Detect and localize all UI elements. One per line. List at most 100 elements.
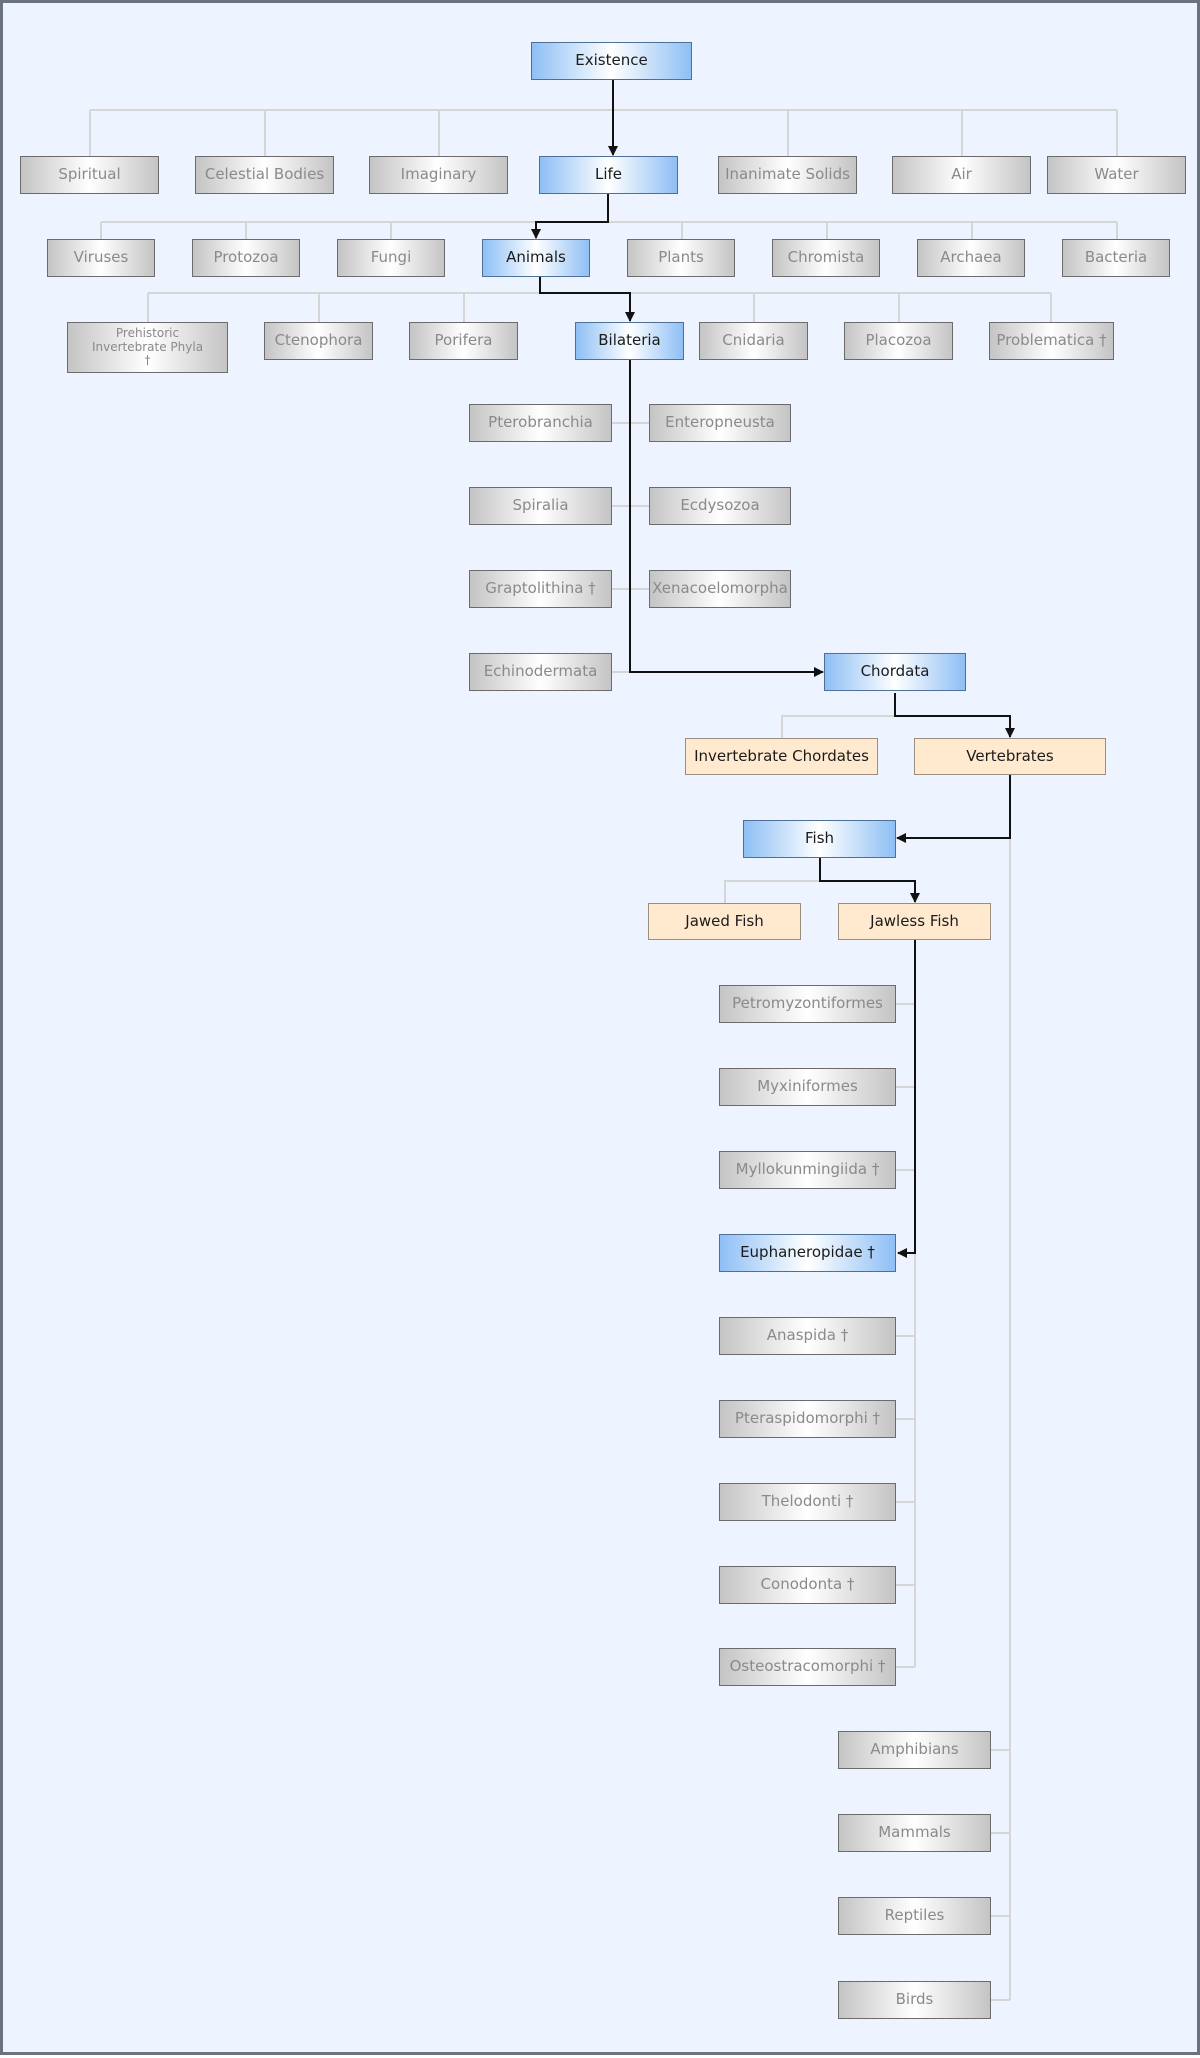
node-archaea-label: Archaea — [940, 248, 1002, 267]
node-existence[interactable]: Existence — [531, 42, 692, 80]
node-reptiles-label: Reptiles — [884, 1906, 945, 1925]
node-amphibians-label: Amphibians — [870, 1740, 959, 1759]
node-fish[interactable]: Fish — [743, 820, 896, 858]
node-celestial-bodies-label: Celestial Bodies — [204, 165, 325, 184]
node-inanimate-solids[interactable]: Inanimate Solids — [718, 156, 857, 194]
node-prehistoric-invertebrate-phyla-label: Prehistoric Invertebrate Phyla † — [91, 325, 204, 368]
connector-lines — [89, 80, 1118, 2001]
node-vertebrates-label: Vertebrates — [966, 746, 1054, 765]
node-plants[interactable]: Plants — [627, 239, 735, 277]
node-existence-label: Existence — [575, 51, 648, 70]
node-reptiles[interactable]: Reptiles — [838, 1897, 991, 1935]
node-spiralia[interactable]: Spiralia — [469, 487, 612, 525]
node-euphaneropidae[interactable]: Euphaneropidae † — [719, 1234, 896, 1272]
node-animals-label: Animals — [506, 248, 566, 267]
node-bacteria[interactable]: Bacteria — [1062, 239, 1170, 277]
node-protozoa[interactable]: Protozoa — [192, 239, 300, 277]
node-imaginary-label: Imaginary — [400, 165, 477, 184]
node-conodonta[interactable]: Conodonta † — [719, 1566, 896, 1604]
node-life[interactable]: Life — [539, 156, 678, 194]
node-myxiniformes[interactable]: Myxiniformes — [719, 1068, 896, 1106]
node-vertebrates[interactable]: Vertebrates — [914, 738, 1106, 775]
node-thelodonti-label: Thelodonti † — [761, 1492, 854, 1511]
node-echinodermata[interactable]: Echinodermata — [469, 653, 612, 691]
node-ecdysozoa[interactable]: Ecdysozoa — [649, 487, 791, 525]
node-fungi-label: Fungi — [370, 248, 412, 267]
node-osteostracomorphi-label: Osteostracomorphi † — [729, 1657, 886, 1676]
node-invertebrate-chordates[interactable]: Invertebrate Chordates — [685, 738, 878, 775]
node-placozoa[interactable]: Placozoa — [844, 322, 953, 360]
node-pteraspidomorphi-label: Pteraspidomorphi † — [734, 1409, 881, 1428]
node-amphibians[interactable]: Amphibians — [838, 1731, 991, 1769]
node-archaea[interactable]: Archaea — [917, 239, 1025, 277]
node-problematica[interactable]: Problematica † — [989, 322, 1114, 360]
node-spiralia-label: Spiralia — [512, 496, 569, 515]
node-birds[interactable]: Birds — [838, 1981, 991, 2019]
node-xenacoelomorpha-label: Xenacoelomorpha — [652, 579, 788, 598]
node-mammals[interactable]: Mammals — [838, 1814, 991, 1852]
node-plants-label: Plants — [658, 248, 704, 267]
node-chordata[interactable]: Chordata — [824, 653, 966, 691]
node-echinodermata-label: Echinodermata — [483, 662, 598, 681]
node-anaspida-label: Anaspida † — [766, 1326, 849, 1345]
node-myllokunmingiida-label: Myllokunmingiida † — [735, 1160, 880, 1179]
node-jawed-fish-label: Jawed Fish — [685, 911, 764, 930]
node-euphaneropidae-label: Euphaneropidae † — [740, 1243, 875, 1262]
node-myllokunmingiida[interactable]: Myllokunmingiida † — [719, 1151, 896, 1189]
node-chromista[interactable]: Chromista — [772, 239, 880, 277]
node-ecdysozoa-label: Ecdysozoa — [680, 496, 760, 515]
node-jawless-fish[interactable]: Jawless Fish — [838, 903, 991, 940]
node-problematica-label: Problematica † — [996, 331, 1107, 350]
node-bacteria-label: Bacteria — [1084, 248, 1148, 267]
node-porifera[interactable]: Porifera — [409, 322, 518, 360]
node-thelodonti[interactable]: Thelodonti † — [719, 1483, 896, 1521]
node-ctenophora[interactable]: Ctenophora — [264, 322, 373, 360]
node-spiritual-label: Spiritual — [58, 165, 121, 184]
node-enteropneusta[interactable]: Enteropneusta — [649, 404, 791, 442]
node-chordata-label: Chordata — [860, 662, 930, 681]
node-protozoa-label: Protozoa — [213, 248, 279, 267]
node-conodonta-label: Conodonta † — [760, 1575, 855, 1594]
node-fungi[interactable]: Fungi — [337, 239, 445, 277]
node-spiritual[interactable]: Spiritual — [20, 156, 159, 194]
node-mammals-label: Mammals — [878, 1823, 951, 1842]
node-graptolithina-label: Graptolithina † — [485, 579, 596, 598]
node-chromista-label: Chromista — [787, 248, 865, 267]
node-birds-label: Birds — [895, 1990, 934, 2009]
node-jawless-fish-label: Jawless Fish — [870, 911, 959, 930]
node-water[interactable]: Water — [1047, 156, 1186, 194]
node-osteostracomorphi[interactable]: Osteostracomorphi † — [719, 1648, 896, 1686]
node-xenacoelomorpha[interactable]: Xenacoelomorpha — [649, 570, 791, 608]
node-enteropneusta-label: Enteropneusta — [665, 413, 775, 432]
node-jawed-fish[interactable]: Jawed Fish — [648, 903, 801, 940]
node-viruses-label: Viruses — [73, 248, 129, 267]
node-petromyzontiformes[interactable]: Petromyzontiformes — [719, 985, 896, 1023]
node-pterobranchia[interactable]: Pterobranchia — [469, 404, 612, 442]
node-bilateria-label: Bilateria — [598, 331, 661, 350]
node-prehistoric-invertebrate-phyla[interactable]: Prehistoric Invertebrate Phyla † — [67, 322, 228, 373]
node-petromyzontiformes-label: Petromyzontiformes — [732, 994, 883, 1013]
node-life-label: Life — [594, 165, 623, 184]
node-pterobranchia-label: Pterobranchia — [488, 413, 593, 432]
node-placozoa-label: Placozoa — [865, 331, 932, 350]
node-myxiniformes-label: Myxiniformes — [757, 1077, 858, 1096]
node-air[interactable]: Air — [892, 156, 1031, 194]
node-anaspida[interactable]: Anaspida † — [719, 1317, 896, 1355]
node-bilateria[interactable]: Bilateria — [575, 322, 684, 360]
node-porifera-label: Porifera — [434, 331, 493, 350]
node-graptolithina[interactable]: Graptolithina † — [469, 570, 612, 608]
node-celestial-bodies[interactable]: Celestial Bodies — [195, 156, 334, 194]
node-pteraspidomorphi[interactable]: Pteraspidomorphi † — [719, 1400, 896, 1438]
node-viruses[interactable]: Viruses — [47, 239, 155, 277]
node-invertebrate-chordates-label: Invertebrate Chordates — [694, 746, 869, 765]
node-cnidaria-label: Cnidaria — [722, 331, 785, 350]
node-fish-label: Fish — [804, 829, 835, 848]
node-water-label: Water — [1094, 165, 1139, 184]
node-inanimate-solids-label: Inanimate Solids — [725, 165, 850, 184]
node-ctenophora-label: Ctenophora — [274, 331, 363, 350]
node-cnidaria[interactable]: Cnidaria — [699, 322, 808, 360]
node-animals[interactable]: Animals — [482, 239, 590, 277]
node-imaginary[interactable]: Imaginary — [369, 156, 508, 194]
node-air-label: Air — [951, 165, 972, 184]
